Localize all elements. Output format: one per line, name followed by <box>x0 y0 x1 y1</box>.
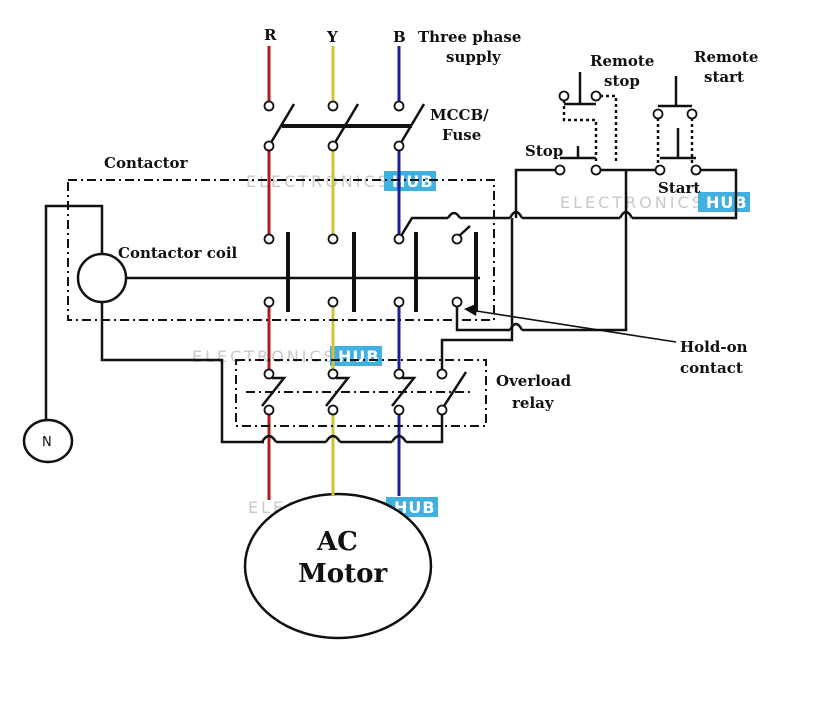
label-remote-start-line2: start <box>704 68 744 86</box>
remote-start-button <box>652 76 698 164</box>
contactor <box>67 179 495 321</box>
label-remote-stop-line2: stop <box>604 72 640 90</box>
label-supply-line1: Three phase <box>418 28 521 46</box>
label-motor-line2: Motor <box>298 559 387 589</box>
watermark-2: ELECTRONICS HUB <box>560 192 750 212</box>
label-hold-on-line2: contact <box>680 359 743 377</box>
watermark-1: ELECTRONICS HUB <box>246 171 436 191</box>
label-overload-line1: Overload <box>496 372 572 390</box>
label-neutral: N <box>42 435 52 450</box>
label-hold-on-line1: Hold-on <box>680 338 748 356</box>
label-supply-line2: supply <box>446 48 502 66</box>
mccb-fuse <box>263 100 426 152</box>
contactor-boundary <box>67 179 495 321</box>
watermark-text: ELECTRONICS <box>192 347 337 366</box>
watermark-badge-text: HUB <box>394 498 436 517</box>
label-phase-r: R <box>264 26 277 44</box>
overload-relay-boundary <box>235 359 487 427</box>
label-contactor-coil: Contactor coil <box>118 244 238 262</box>
neutral-terminal <box>22 418 74 464</box>
motor-terminal-wires <box>267 490 335 500</box>
ac-motor <box>243 492 433 640</box>
watermark-3: ELECTRONICS HUB <box>192 346 382 366</box>
label-stop: Stop <box>525 142 563 160</box>
control-wiring <box>44 168 738 444</box>
label-mccb-line1: MCCB/ <box>430 106 489 124</box>
hold-on-pointer <box>464 303 677 343</box>
label-phase-y: Y <box>326 28 338 46</box>
label-phase-b: B <box>393 28 406 46</box>
label-motor-line1: AC <box>316 527 358 557</box>
label-remote-stop-line1: Remote <box>590 52 654 70</box>
label-contactor: Contactor <box>104 154 189 172</box>
label-remote-start-line1: Remote <box>694 48 758 66</box>
start-button <box>654 128 702 176</box>
remote-stop-button <box>558 72 618 162</box>
watermark-badge-text: HUB <box>706 193 748 212</box>
watermark-badge-text: HUB <box>338 347 380 366</box>
stop-button <box>554 146 602 176</box>
watermark-badge-text: HUB <box>392 172 434 191</box>
label-mccb-line2: Fuse <box>442 126 481 144</box>
overload-relay <box>235 359 487 444</box>
label-start: Start <box>658 179 700 197</box>
label-overload-line2: relay <box>512 394 555 412</box>
watermark-text: ELECTRONICS <box>246 172 391 191</box>
watermark-text: ELECTRONICS <box>560 193 705 212</box>
